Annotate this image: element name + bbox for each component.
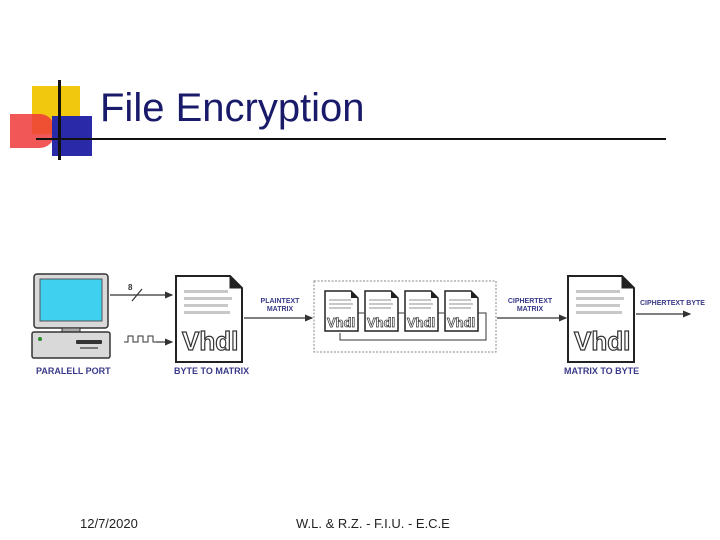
parallel-port-label: PARALELL PORT — [36, 366, 111, 376]
byte-to-matrix-label: BYTE TO MATRIX — [174, 366, 250, 376]
footer-date: 12/7/2020 — [80, 516, 138, 531]
footer-credit: W.L. & R.Z. - F.I.U. - E.C.E — [296, 516, 450, 531]
round-module-1: Vhdl — [324, 290, 359, 332]
encryption-stage-box — [313, 280, 497, 353]
bus-width-slash — [131, 288, 143, 302]
title-decoration-red-shape — [10, 114, 54, 148]
round-module-2: Vhdl — [364, 290, 399, 332]
plaintext-matrix-label: PLAINTEXT MATRIX — [260, 298, 300, 313]
round-module-4: Vhdl — [444, 290, 479, 332]
ciphertext-byte-label: CIPHERTEXT BYTE — [640, 300, 705, 307]
clock-signal-icon — [124, 335, 156, 343]
vhdl-text: Vhdl — [574, 326, 630, 356]
encryption-rounds: Vhdl Vhdl Vhdl Vhdl — [324, 290, 487, 341]
matrix-to-byte-label: MATRIX TO BYTE — [564, 366, 640, 376]
svg-text:Vhdl: Vhdl — [327, 315, 355, 330]
svg-text:Vhdl: Vhdl — [407, 315, 435, 330]
round-module-3: Vhdl — [404, 290, 439, 332]
svg-text:Vhdl: Vhdl — [367, 315, 395, 330]
byte-to-matrix-module: Vhdl — [175, 275, 243, 363]
feedback-loop — [339, 312, 487, 341]
bus-width-label: 8 — [128, 283, 133, 292]
title-decoration-vertical-line — [58, 80, 61, 160]
ciphertext-matrix-label: CIPHERTEXT MATRIX — [507, 298, 553, 313]
title-underline — [36, 138, 666, 140]
vhdl-text: Vhdl — [182, 326, 238, 356]
svg-text:Vhdl: Vhdl — [447, 315, 475, 330]
slide-title: File Encryption — [100, 86, 365, 130]
computer-icon — [31, 273, 111, 359]
matrix-to-byte-module: Vhdl — [567, 275, 635, 363]
